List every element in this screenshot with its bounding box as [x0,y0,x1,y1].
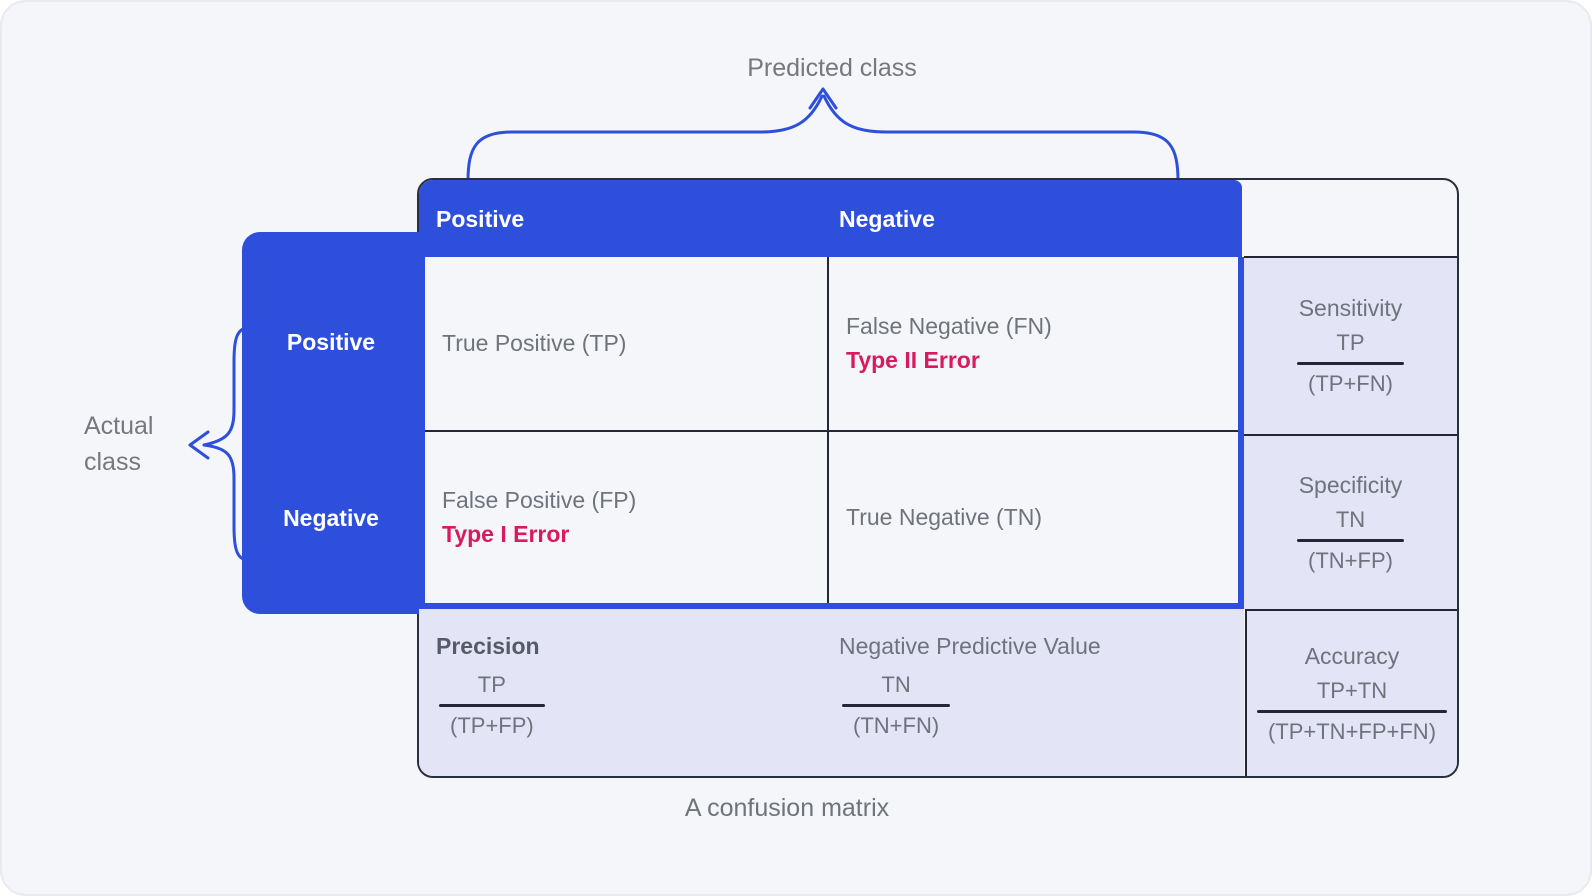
actual-header-positive: Positive [286,329,376,355]
negative-predictive-value-label: Negative Predictive Value [839,633,1101,659]
fraction-bar [439,704,545,707]
cell-false-negative: False Negative (FN) Type II Error [829,257,1238,432]
accuracy-denominator: (TP+TN+FP+FN) [1267,718,1437,744]
npv-denominator: (TN+FN) [853,713,940,738]
accuracy-formula: TP+TN (TP+TN+FP+FN) [1256,677,1448,745]
predicted-class-brace-arrow-icon [466,87,1180,183]
cell-true-positive: True Positive (TP) [425,257,829,432]
sensitivity-formula: TP (TP+FN) [1297,330,1404,397]
metric-accuracy: Accuracy TP+TN (TP+TN+FP+FN) [1245,609,1457,776]
actual-class-label-line2: class [84,448,141,476]
fraction-bar [1256,709,1448,713]
accuracy-numerator: TP+TN [1316,677,1388,703]
matrix-grid: True Positive (TP) False Negative (FN) T… [419,257,1244,609]
actual-class-label: Actual class [84,408,153,480]
specificity-label: Specificity [1298,471,1403,498]
predicted-header-row: Positive Negative [419,180,1242,258]
actual-header-negative: Negative [283,505,379,531]
cell-true-positive-label: True Positive (TP) [442,330,627,356]
accuracy-label: Accuracy [1304,642,1400,669]
type-2-error-label: Type II Error [846,347,980,373]
cell-true-negative-label: True Negative (TN) [846,504,1042,530]
predicted-class-label: Predicted class [747,54,917,82]
metric-precision: Precision TP (TP+FP) [419,609,829,776]
actual-class-brace-arrow-icon [188,326,248,562]
precision-label: Precision [436,633,540,659]
negative-predictive-value-formula: TN (TN+FN) [842,672,951,739]
cell-false-positive-label: False Positive (FP) [442,487,637,513]
fraction-bar [1297,362,1404,365]
cell-false-negative-label: False Negative (FN) [846,313,1052,339]
precision-formula: TP (TP+FP) [439,672,545,739]
fraction-bar [842,704,951,707]
sensitivity-numerator: TP [1336,330,1365,355]
bottom-metric-row: Precision TP (TP+FP) Negative Predictive… [419,609,1244,776]
specificity-denominator: (TN+FP) [1308,547,1393,573]
type-1-error-label: Type I Error [442,521,570,547]
diagram-caption: A confusion matrix [684,794,890,822]
precision-denominator: (TP+FP) [450,713,534,738]
precision-numerator: TP [477,672,506,697]
metric-specificity: Specificity TN (TN+FP) [1244,434,1457,609]
specificity-formula: TN (TN+FP) [1297,506,1404,574]
metric-sensitivity: Sensitivity TP (TP+FN) [1244,256,1457,434]
predicted-header-negative: Negative [839,205,935,232]
fraction-bar [1297,538,1404,542]
sensitivity-label: Sensitivity [1298,295,1403,321]
cell-true-negative: True Negative (TN) [829,432,1238,603]
specificity-numerator: TN [1335,506,1366,532]
sensitivity-denominator: (TP+FN) [1308,371,1393,396]
predicted-header-positive: Positive [436,205,525,232]
actual-header-column: Positive Negative [242,232,420,614]
npv-numerator: TN [881,672,911,697]
metric-negative-predictive-value: Negative Predictive Value TN (TN+FN) [829,609,1244,776]
cell-false-positive: False Positive (FP) Type I Error [425,432,829,603]
actual-class-label-line1: Actual [84,412,154,440]
